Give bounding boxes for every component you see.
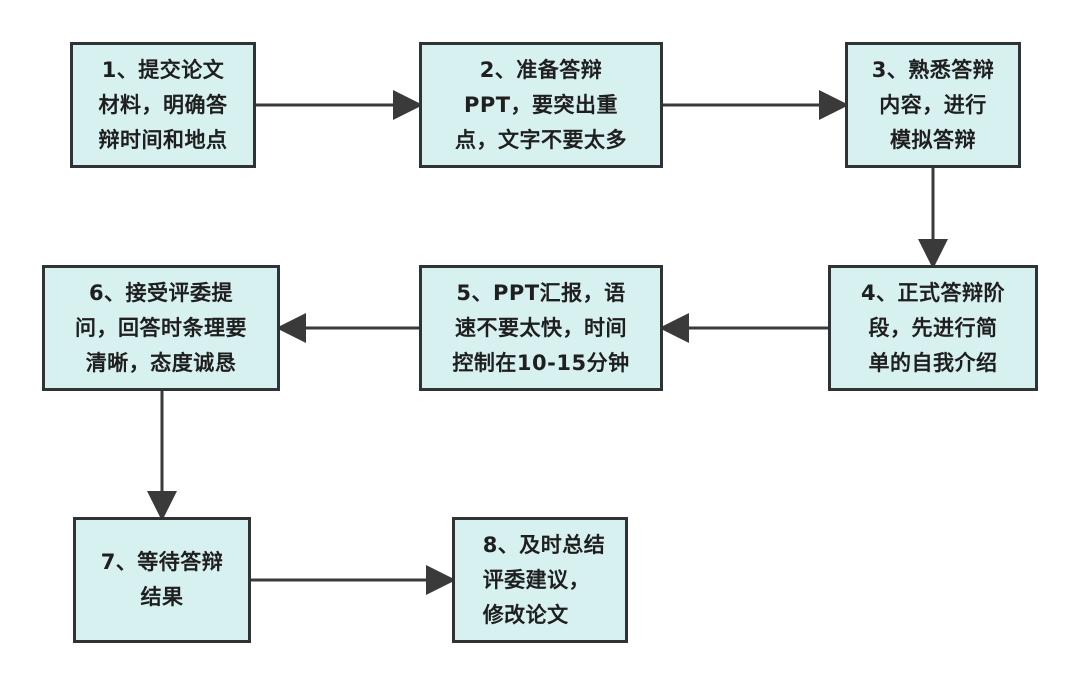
step-8-text: 8、及时总结 评委建议， 修改论文 (482, 532, 606, 627)
step-4-text: 4、正式答辩阶 段，先进行简 单的自我介绍 (860, 280, 1006, 375)
step-1-box: 1、提交论文 材料，明确答 辩时间和地点 (70, 42, 256, 168)
step-5-text: 5、PPT汇报，语 速不要太快，时间 控制在10-15分钟 (452, 280, 630, 375)
step-6-box: 6、接受评委提 问，回答时条理要 清晰，态度诚恳 (42, 265, 280, 391)
step-3-text: 3、熟悉答辩 内容，进行 模拟答辩 (871, 57, 995, 152)
step-6-text: 6、接受评委提 问，回答时条理要 清晰，态度诚恳 (75, 280, 247, 375)
step-4-box: 4、正式答辩阶 段，先进行简 单的自我介绍 (828, 265, 1038, 391)
step-2-box: 2、准备答辩 PPT，要突出重 点，文字不要太多 (419, 42, 663, 168)
step-7-box: 7、等待答辩 结果 (73, 517, 251, 643)
step-2-text: 2、准备答辩 PPT，要突出重 点，文字不要太多 (455, 57, 627, 152)
step-7-text: 7、等待答辩 结果 (100, 550, 224, 609)
step-8-box: 8、及时总结 评委建议， 修改论文 (452, 517, 628, 643)
step-1-text: 1、提交论文 材料，明确答 辩时间和地点 (98, 57, 228, 152)
step-5-box: 5、PPT汇报，语 速不要太快，时间 控制在10-15分钟 (419, 265, 663, 391)
step-3-box: 3、熟悉答辩 内容，进行 模拟答辩 (845, 42, 1021, 168)
